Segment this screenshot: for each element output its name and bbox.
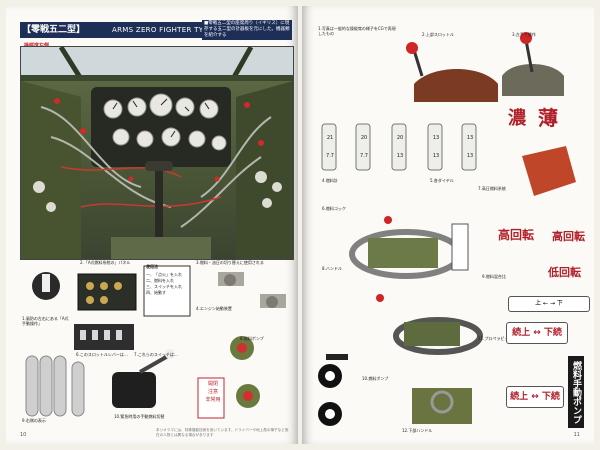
gauge-3-top: 20 — [396, 135, 404, 141]
panel-line-2: 二、燃料を入れ — [146, 278, 174, 283]
high-rpm-label-1: 高回転 — [498, 228, 535, 242]
caption-8: 7.これらのスイッチは… — [134, 352, 178, 357]
kanji-thin: 薄 — [538, 106, 558, 130]
fuel-pump-banner: 燃料手動ポンプ — [568, 356, 584, 428]
right-caption-12: 12.下部ハンドル — [402, 428, 433, 433]
caption-7: 6.このスロットルレバーは… — [76, 352, 128, 357]
caption-1: 1.風防の左右にある「A式手動操作」 — [22, 316, 69, 326]
low-rpm-label: 低回転 — [548, 266, 581, 279]
caption-2: 2.「A式燃料系統の」パネル — [80, 260, 131, 265]
header-description: ■零戦五二型の座席周り（イギリス）に現存する五二型の計器板を元にした。機器類を紹… — [202, 20, 292, 40]
header-tag: 【零戦五二型】 — [22, 25, 86, 35]
high-rpm-label-2: 高回転 — [552, 230, 585, 243]
up-down-plate-2: 続上 ↔ 下続 — [506, 386, 564, 408]
gauge-5-bottom: 13 — [466, 153, 474, 159]
left-page-number: 10 — [20, 432, 27, 438]
right-caption-3: 3.左手で操作 — [512, 32, 536, 37]
caption-9: 8.燃料ポンプ — [240, 336, 264, 341]
right-caption-7: 7.高圧燃料系統 — [478, 186, 506, 191]
placard-line-2: 注意 — [207, 389, 218, 395]
gauge-1-bottom: 7.7 — [326, 153, 334, 159]
placard-line-1: 開閉 — [207, 381, 218, 387]
gauge-3-bottom: 13 — [396, 153, 404, 159]
rpm-arrow-plate: 上 ← → 下 — [508, 296, 590, 312]
components-area — [25, 265, 286, 419]
right-page-number: 11 — [573, 432, 580, 438]
panel-heading: 使用法 — [146, 264, 158, 269]
gauge-2-top: 20 — [360, 135, 368, 141]
caption-5: 4.エンジン始動装置 — [196, 306, 232, 311]
caption-11: 10.緊急時用の手動燃料切替 — [114, 414, 165, 419]
book-spread: 【零戦五二型】 ARMS ZERO FIGHTER TYPE52 ■零戦五二型の… — [6, 6, 594, 444]
gauge-4-bottom: 13 — [432, 153, 440, 159]
right-page: 1.写真は一般的な操縦席の様子をCGで再現したもの — [302, 6, 594, 444]
kanji-thick: 濃 — [508, 108, 526, 129]
gauge-5-top: 13 — [466, 135, 474, 141]
panel-line-1: 一、「点火」を入れ — [146, 272, 182, 277]
right-caption-5: 5.各ダイヤル — [430, 178, 454, 183]
cockpit-drawing — [21, 47, 293, 259]
right-caption-9: 9.燃料混合比 — [482, 274, 506, 279]
panel-line-4: 四、始動す — [146, 290, 166, 295]
right-caption-8: 8.ハンドル — [322, 266, 342, 271]
gauge-1-top: 21 — [326, 135, 334, 141]
right-caption-11: 11.プロペラピッチ — [478, 336, 513, 341]
placard-line-3: 非常用 — [205, 397, 221, 403]
right-caption-10: 10.燃料ポンプ — [362, 376, 389, 381]
gauge-2-bottom: 7.7 — [360, 153, 368, 159]
right-caption-2: 2.上部スロットル — [422, 32, 454, 37]
gauge-4-top: 13 — [432, 135, 440, 141]
right-caption-1: 1.写真は一般的な操縦席の様子をCGで再現したもの — [318, 26, 396, 36]
header-english: ARMS ZERO FIGHTER TYPE52 — [112, 26, 223, 34]
caption-4: 3.燃料・油圧の切り替えに使用される — [196, 260, 264, 265]
up-down-plate: 続上 ↔ 下続 — [506, 322, 568, 344]
caption-10: 9.右側の表示 — [22, 418, 46, 423]
right-caption-6: 6.燃料コック — [322, 206, 346, 211]
cockpit-illustration — [20, 46, 294, 260]
panel-line-3: 三、スイッチを入れ — [146, 284, 182, 289]
left-page: 【零戦五二型】 ARMS ZERO FIGHTER TYPE52 ■零戦五二型の… — [6, 6, 298, 444]
left-footer: 本ジオラマには、特殊撮影技術を用いています。ドライバーや地上員の様子など実在の人… — [156, 428, 289, 437]
right-components — [318, 32, 576, 426]
right-caption-4: 4.燃料計 — [322, 178, 338, 183]
